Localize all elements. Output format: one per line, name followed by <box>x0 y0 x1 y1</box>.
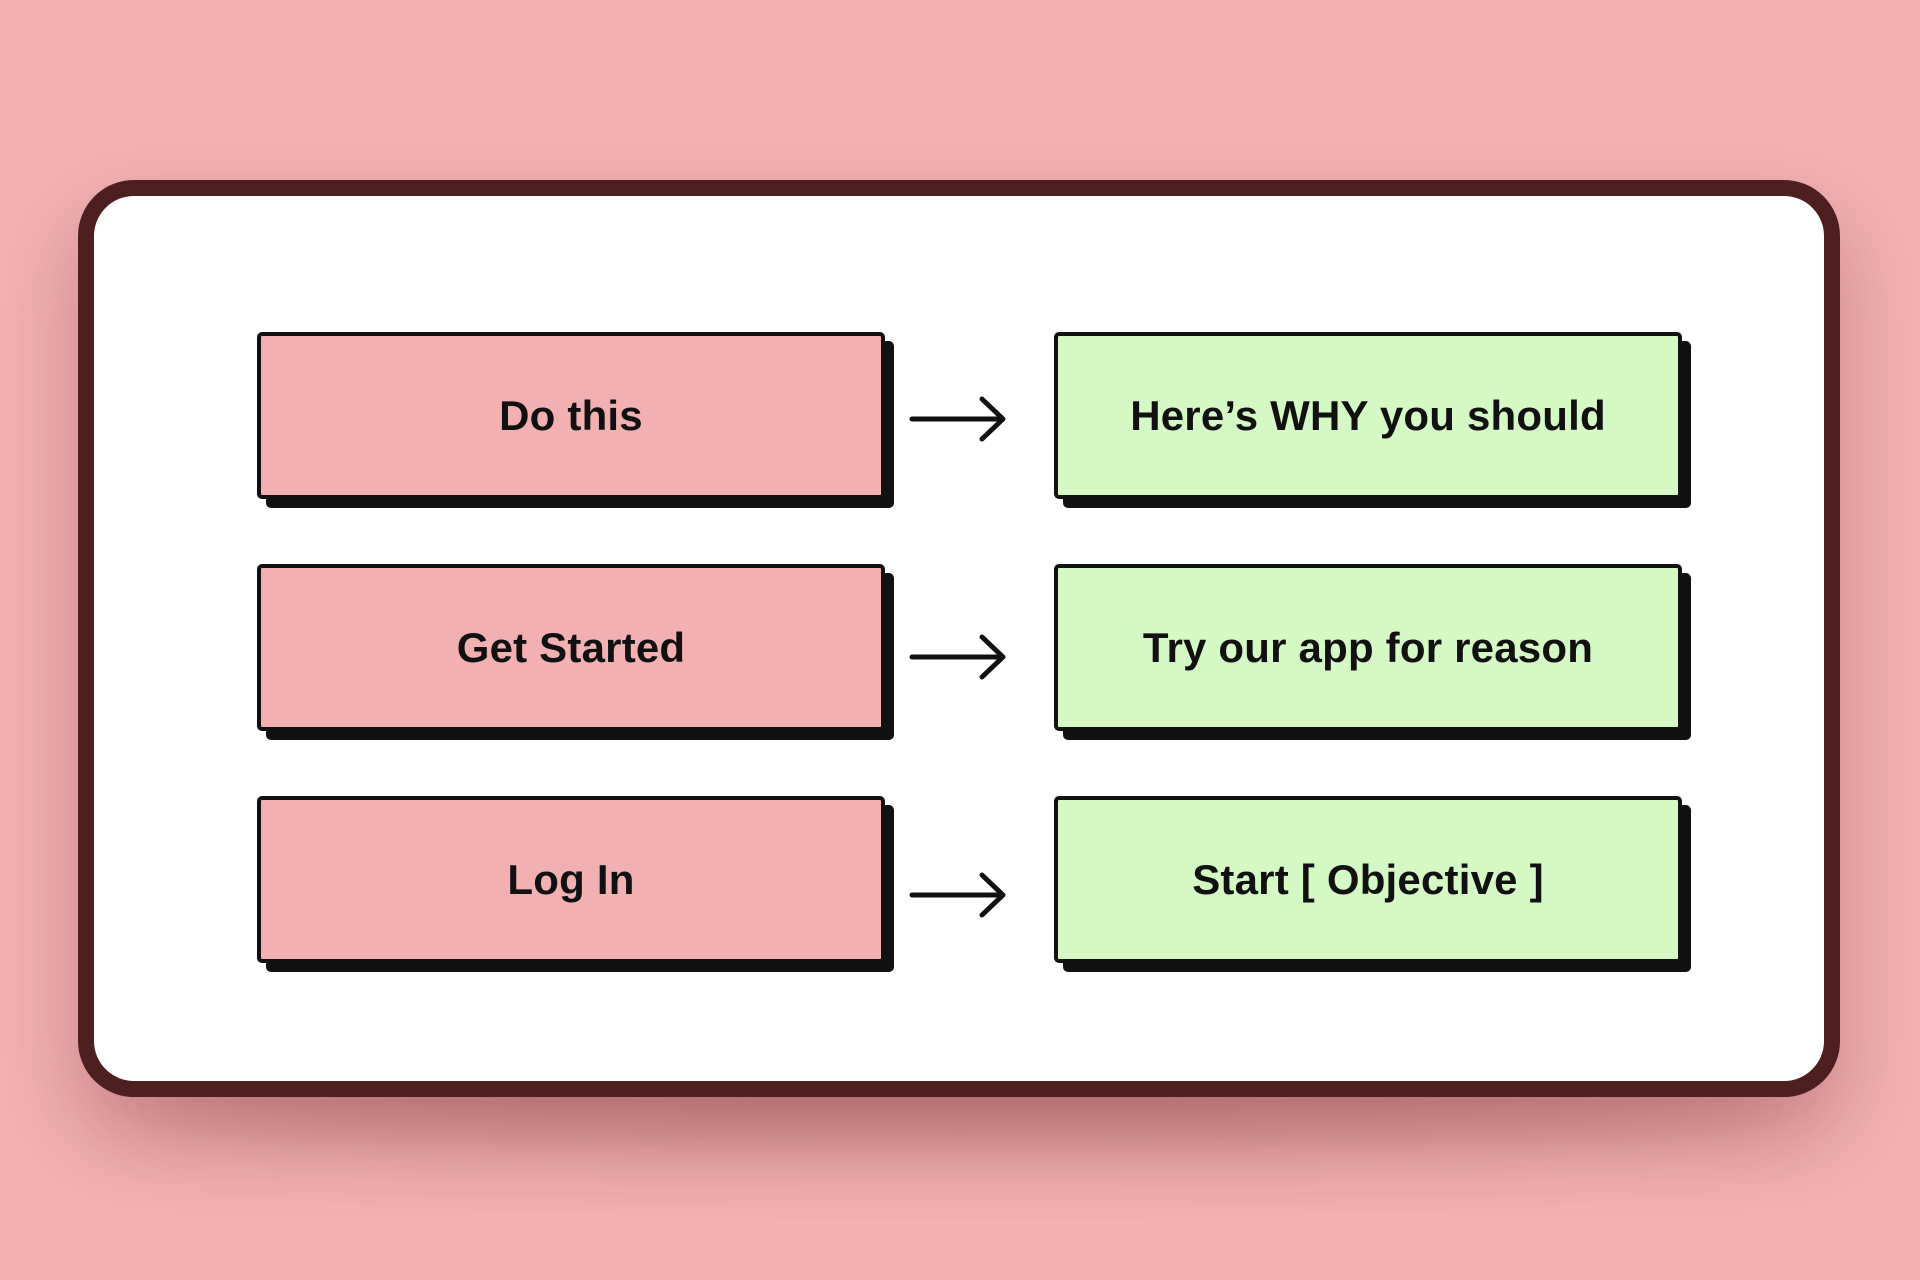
right-arrow-icon <box>908 870 1008 920</box>
cta-button-get-started[interactable]: Get Started <box>257 564 885 731</box>
reason-box-try-our-app: Try our app for reason <box>1054 564 1682 731</box>
reason-label: Start [ Objective ] <box>1192 855 1544 903</box>
cta-button-log-in[interactable]: Log In <box>257 796 885 963</box>
reason-label: Here’s WHY you should <box>1130 391 1606 439</box>
right-arrow-icon <box>908 632 1008 682</box>
cta-label: Do this <box>499 391 643 439</box>
reason-box-start-objective: Start [ Objective ] <box>1054 796 1682 963</box>
reason-label: Try our app for reason <box>1142 623 1594 671</box>
cta-label: Log In <box>507 855 635 903</box>
reason-box-heres-why: Here’s WHY you should <box>1054 332 1682 499</box>
comparison-card: Do this Here’s WHY you should Get Starte… <box>78 180 1840 1097</box>
cta-button-do-this[interactable]: Do this <box>257 332 885 499</box>
cta-label: Get Started <box>456 623 686 671</box>
right-arrow-icon <box>908 394 1008 444</box>
